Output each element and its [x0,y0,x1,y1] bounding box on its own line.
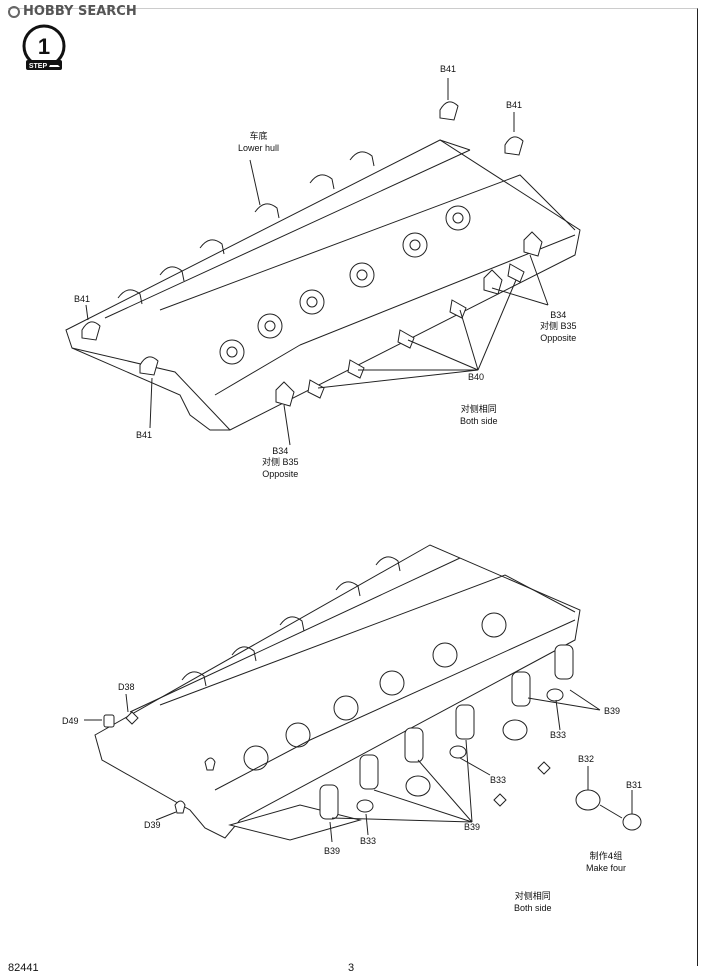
make-four-zh: 制作4组 [589,852,623,862]
lower-hull-label: 车底 Lower hull [238,132,279,154]
part-b35-label: B35 [560,321,577,331]
part-b33-label: B33 [490,775,507,785]
part-b33-label: B33 [360,836,377,846]
opposite-en: Opposite [540,333,577,343]
both-side-zh: 对侧相同 [514,892,551,902]
opposite-zh: 对侧 [540,322,559,332]
part-b41-label: B41 [440,64,457,74]
part-d49-label: D49 [62,716,79,726]
part-b34-label: B34 [550,310,567,320]
step-badge: 1 STEP [22,24,66,70]
kit-code: 82441 [8,962,39,974]
both-side-en: Both side [460,416,498,426]
upper-hull-diagram [65,78,581,446]
watermark: HOBBY SEARCH [8,4,137,19]
b34-b35-right-label: B34 对侧 B35 Opposite [540,310,577,344]
part-b41-label: B41 [136,430,153,440]
part-b40-label: B40 [468,372,485,382]
opposite-en: Opposite [262,469,299,479]
part-b34-label: B34 [272,446,289,456]
part-b35-label: B35 [282,457,299,467]
part-b31-label: B31 [626,780,643,790]
part-b39-label: B39 [464,822,481,832]
both-side-en: Both side [514,903,552,913]
lower-hull-label-en: Lower hull [238,143,280,153]
make-four-en: Make four [586,863,627,873]
hobby-search-logo-icon [8,5,20,18]
both-side-note: 对侧相同 Both side [514,892,552,914]
step-number: 1 [38,34,50,59]
part-b39-label: B39 [604,706,621,716]
lower-hull-label-zh: 车底 [249,132,268,142]
lower-hull-diagram [84,544,642,843]
part-b32-label: B32 [578,754,595,764]
opposite-zh: 对侧 [262,458,281,468]
part-b41-label: B41 [74,294,91,304]
part-b33-label: B33 [550,730,567,740]
tank-icon [49,65,60,67]
watermark-text: HOBBY SEARCH [23,4,137,19]
both-side-note: 对侧相同 Both side [460,405,498,427]
part-b39-label: B39 [324,846,341,856]
make-four-note: 制作4组 Make four [586,852,626,874]
b39-springs [319,644,574,820]
part-d38-label: D38 [118,682,135,692]
both-side-zh: 对侧相同 [460,405,497,415]
part-d39-label: D39 [144,820,161,830]
page-frame [8,8,698,966]
page-number: 3 [348,962,355,974]
step-label: STEP [29,63,48,70]
part-b41-label: B41 [506,100,523,110]
b34-b35-left-label: B34 对侧 B35 Opposite [262,446,299,480]
